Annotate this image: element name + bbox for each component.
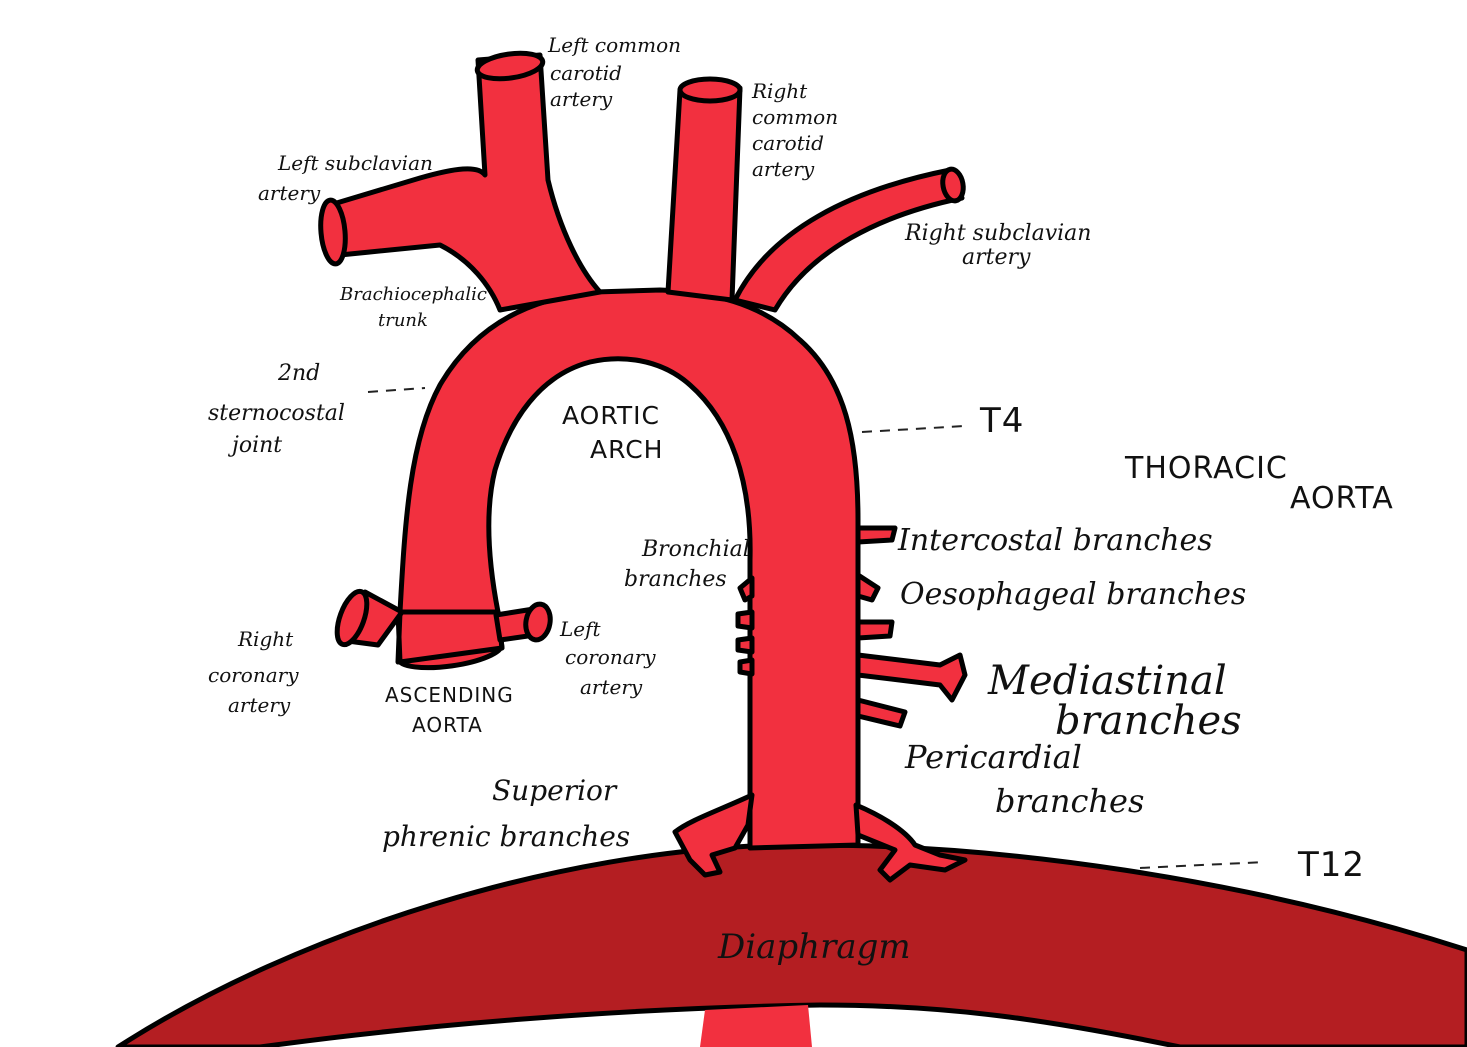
brachiocephalic-label: Brachiocephalic trunk (339, 284, 493, 331)
right-subclavian-vessel (732, 166, 966, 313)
left-coronary-label: Left coronary artery (559, 617, 662, 699)
aortic-arch-label: AORTIC ARCH (562, 401, 669, 464)
superior-phrenic-label: Superior phrenic branches (382, 774, 630, 853)
t4-leader (861, 425, 966, 433)
right-coronary-label: Right coronary artery (208, 627, 305, 717)
bronchial-branch-vessels (735, 575, 755, 677)
right-coronary-artery-vessel (334, 588, 405, 648)
ascending-aorta-label: ASCENDING AORTA (385, 683, 521, 737)
right-subclavian-label: Right subclavian artery (904, 221, 1098, 270)
brachiocephalic-trunk-vessel (318, 50, 603, 313)
diaphragm-label: Diaphragm (717, 927, 911, 967)
right-common-carotid-vessel (665, 76, 743, 303)
intercostal-label: Intercostal branches (897, 523, 1213, 558)
t12-leader (1139, 861, 1266, 869)
t4-label: T4 (979, 401, 1024, 441)
right-common-carotid-label: Right common carotid artery (751, 79, 844, 181)
thoracic-aorta-label: THORACIC AORTA (1124, 451, 1394, 516)
diaphragm (115, 842, 1467, 1047)
t12-label: T12 (1297, 845, 1365, 885)
mediastinal-label: Mediastinal branches (987, 658, 1242, 744)
bronchial-label: Bronchial branches (624, 537, 757, 592)
left-common-carotid-label: Left common carotid artery (547, 33, 687, 111)
abdominal-aorta (700, 1005, 812, 1047)
sternocostal-label: 2nd sternocostal joint (208, 361, 352, 458)
right-side-branch-vessels (855, 525, 968, 729)
sternocostal-leader (367, 387, 426, 393)
left-subclavian-label: Left subclavian artery (258, 151, 439, 205)
pericardial-label: Pericardial branches (904, 738, 1144, 820)
superior-phrenic-branch-vessels (672, 792, 968, 883)
oesophageal-label: Oesophageal branches (900, 577, 1246, 612)
left-coronary-artery-vessel (493, 601, 553, 643)
